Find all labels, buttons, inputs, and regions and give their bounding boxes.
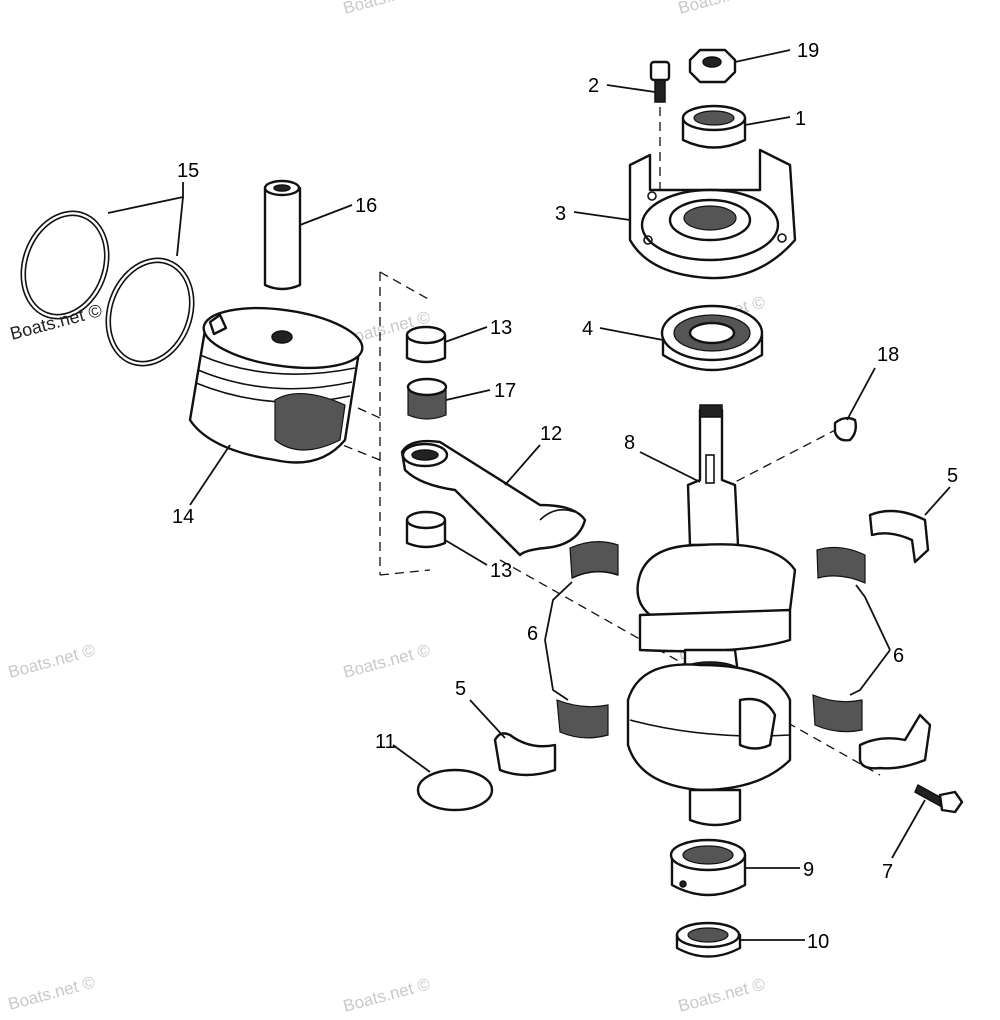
callout-5-left: 5 — [455, 678, 466, 700]
watermark: Boats.net © — [6, 972, 97, 1014]
callout-18: 18 — [877, 344, 899, 366]
watermark: Boats.net © — [341, 640, 432, 682]
callout-13-lower: 13 — [490, 560, 512, 582]
wrist-pin — [263, 179, 302, 291]
callout-2: 2 — [588, 75, 599, 97]
watermark: Boats.net © — [341, 0, 432, 18]
callout-6-left: 6 — [527, 623, 538, 645]
callout-12: 12 — [540, 423, 562, 445]
callout-14: 14 — [172, 506, 194, 528]
callout-17: 17 — [494, 380, 516, 402]
watermark: Boats.net © — [676, 974, 767, 1016]
callout-5-right: 5 — [947, 465, 958, 487]
upper-seal — [681, 104, 747, 149]
callout-10: 10 — [807, 931, 829, 953]
callout-7: 7 — [882, 861, 893, 883]
screw — [649, 60, 671, 103]
woodruff-key — [833, 416, 858, 442]
needle-bearing-half — [812, 694, 863, 733]
callout-19: 19 — [797, 40, 819, 62]
needle-bearing-half — [556, 699, 609, 739]
watermark: Boats.net © — [6, 640, 97, 682]
callout-8: 8 — [624, 432, 635, 454]
piston — [188, 306, 364, 464]
retainer-screw — [914, 783, 964, 814]
callout-16: 16 — [355, 195, 377, 217]
callout-15: 15 — [177, 160, 199, 182]
needle-bearing-lower — [405, 510, 447, 549]
needle-bearing — [406, 377, 448, 420]
callouts: 19 2 1 3 4 15 16 13 17 18 12 8 5 14 13 6… — [172, 40, 958, 953]
watermarks: Boats.net © Boats.net © Boats.net © Boat… — [6, 0, 767, 1016]
piston-rings — [20, 210, 195, 367]
leader-lines — [107, 49, 951, 941]
needle-bearing-half — [816, 546, 866, 584]
callout-3: 3 — [555, 203, 566, 225]
retainer-half-left — [493, 732, 557, 777]
connecting-rod — [400, 439, 587, 557]
callout-4: 4 — [582, 318, 593, 340]
needle-bearing-half — [569, 541, 619, 579]
watermark: Boats.net © — [8, 300, 104, 344]
ball-bearing — [660, 304, 764, 372]
lower-bearing — [669, 838, 747, 897]
nut — [688, 48, 737, 84]
callout-9: 9 — [803, 859, 814, 881]
callout-11: 11 — [375, 731, 396, 753]
retainer-half-right-bottom — [858, 713, 932, 770]
bearing-housing — [628, 148, 797, 280]
needle-bearing-upper — [405, 325, 447, 364]
plug — [416, 768, 494, 812]
watermark: Boats.net © — [676, 0, 767, 18]
lower-seal — [675, 921, 742, 958]
retainer-half-right-top — [868, 509, 930, 564]
callout-13-upper: 13 — [490, 317, 512, 339]
callout-1: 1 — [795, 108, 806, 130]
crankshaft — [626, 404, 797, 827]
assembly-lines — [329, 92, 881, 776]
callout-6-right: 6 — [893, 645, 904, 667]
watermark: Boats.net © — [341, 974, 432, 1016]
